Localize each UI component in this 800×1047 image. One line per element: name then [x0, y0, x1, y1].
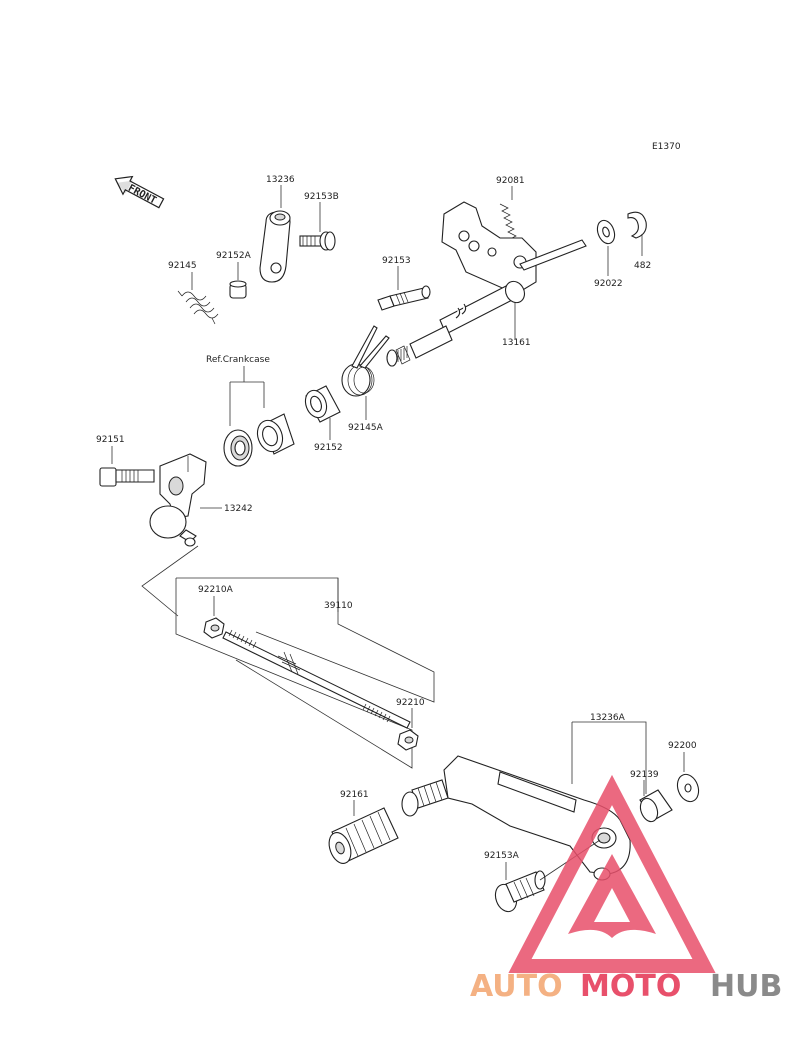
label-92151: 92151: [96, 435, 125, 445]
circlip-482: [627, 211, 647, 239]
ref-crankcase-label: Ref.Crankcase: [206, 355, 270, 365]
label-92161: 92161: [340, 790, 369, 800]
label-92210A: 92210A: [198, 585, 234, 595]
watermark-logo: [508, 774, 716, 973]
bolt-92153B: [299, 231, 336, 251]
nut-92210A: [203, 617, 225, 639]
washer-92200: [676, 773, 700, 803]
front-label: FRONT: [126, 183, 158, 207]
spring-92145: [177, 290, 219, 325]
watermark-auto: AUTO: [470, 969, 563, 1004]
label-92210: 92210: [396, 698, 425, 708]
label-39110: 39110: [324, 601, 353, 611]
label-13236A: 13236A: [590, 713, 626, 723]
shift-shaft-13161: [386, 201, 587, 367]
label-92145A: 92145A: [348, 423, 384, 433]
label-13236: 13236: [266, 175, 295, 185]
collar-92139: [639, 789, 673, 823]
label-482: 482: [634, 261, 651, 271]
watermark-text: AUTO MOTO HUB: [470, 969, 782, 1004]
nut-92210: [397, 729, 419, 751]
tie-rod-39110: [222, 629, 411, 729]
bearing-outer: [223, 429, 253, 467]
bearing-needle: [256, 413, 295, 455]
label-13242: 13242: [224, 504, 253, 514]
bolt-92151: [99, 467, 155, 487]
label-92200: 92200: [668, 741, 697, 751]
bolt-92153: [377, 285, 431, 311]
label-92153B: 92153B: [304, 192, 339, 202]
collar-92152A: [229, 280, 247, 299]
label-92081: 92081: [496, 176, 525, 186]
label-92152A: 92152A: [216, 251, 252, 261]
washer-92022: [596, 219, 616, 245]
label-92153: 92153: [382, 256, 411, 266]
diagram-code: E1370: [652, 142, 681, 152]
label-92145: 92145: [168, 261, 197, 271]
collar-92152: [304, 385, 341, 423]
watermark-moto: MOTO: [580, 969, 681, 1004]
watermark-hub: HUB: [710, 969, 782, 1004]
bolt-92153A: [494, 870, 546, 913]
lever-13242: [149, 453, 207, 547]
lever-13236: [259, 210, 291, 283]
spring-92145A: [341, 325, 390, 397]
pedal-rubber-92161: [328, 807, 399, 864]
label-92022: 92022: [594, 279, 623, 289]
label-92139: 92139: [630, 770, 659, 780]
front-arrow-icon: FRONT: [114, 175, 165, 209]
label-13161: 13161: [502, 338, 531, 348]
spring-92081: [499, 203, 519, 244]
label-92152: 92152: [314, 443, 343, 453]
label-92153A: 92153A: [484, 851, 520, 861]
